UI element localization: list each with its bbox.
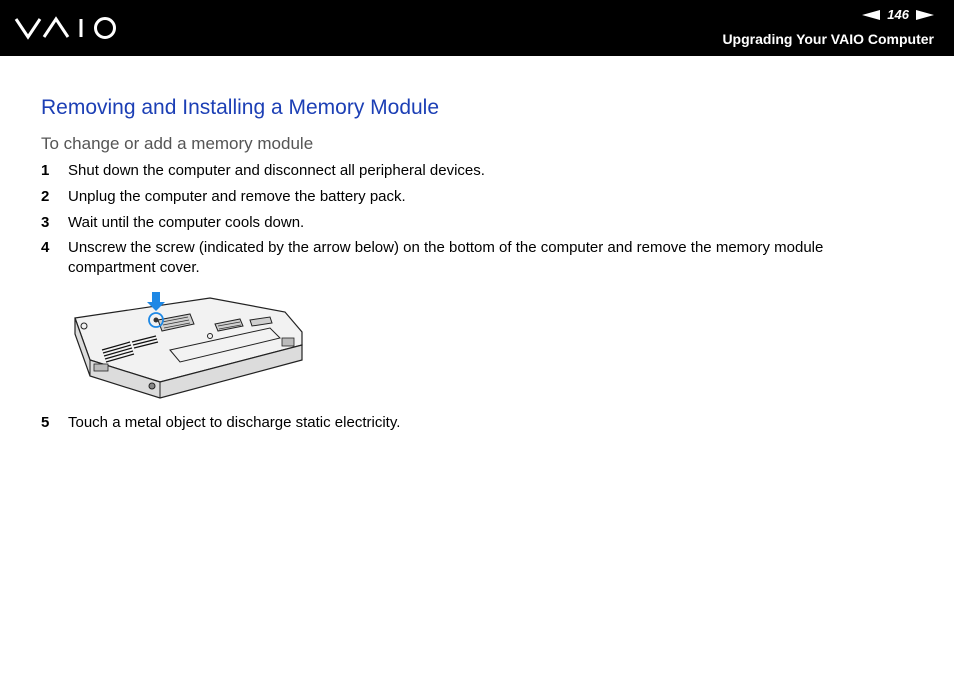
step-number: 2 [41, 188, 50, 205]
section-title: Upgrading Your VAIO Computer [722, 31, 934, 47]
prev-page-arrow-icon[interactable] [862, 9, 881, 20]
page-number: 146 [887, 7, 909, 22]
step-text: Unplug the computer and remove the batte… [68, 188, 406, 205]
page-header: 146 Upgrading Your VAIO Computer [0, 0, 954, 56]
procedure-heading: To change or add a memory module [41, 134, 314, 153]
step-number: 5 [41, 414, 50, 431]
down-arrow-icon [147, 292, 165, 311]
step-number: 1 [41, 162, 50, 179]
next-page-arrow-icon[interactable] [916, 9, 934, 20]
page-title: Removing and Installing a Memory Module [41, 96, 440, 119]
vaio-logo [14, 16, 116, 40]
step-number: 3 [41, 214, 50, 231]
step-text: Shut down the computer and disconnect al… [68, 162, 485, 179]
step-text: Unscrew the screw (indicated by the arro… [68, 239, 824, 276]
step-text: Touch a metal object to discharge static… [68, 414, 401, 431]
page-navigation: 146 [862, 7, 934, 22]
step-text: Wait until the computer cools down. [68, 214, 305, 231]
step-number: 4 [41, 239, 50, 256]
laptop-bottom-illustration [74, 292, 303, 399]
screw-callout-circle [148, 312, 164, 328]
